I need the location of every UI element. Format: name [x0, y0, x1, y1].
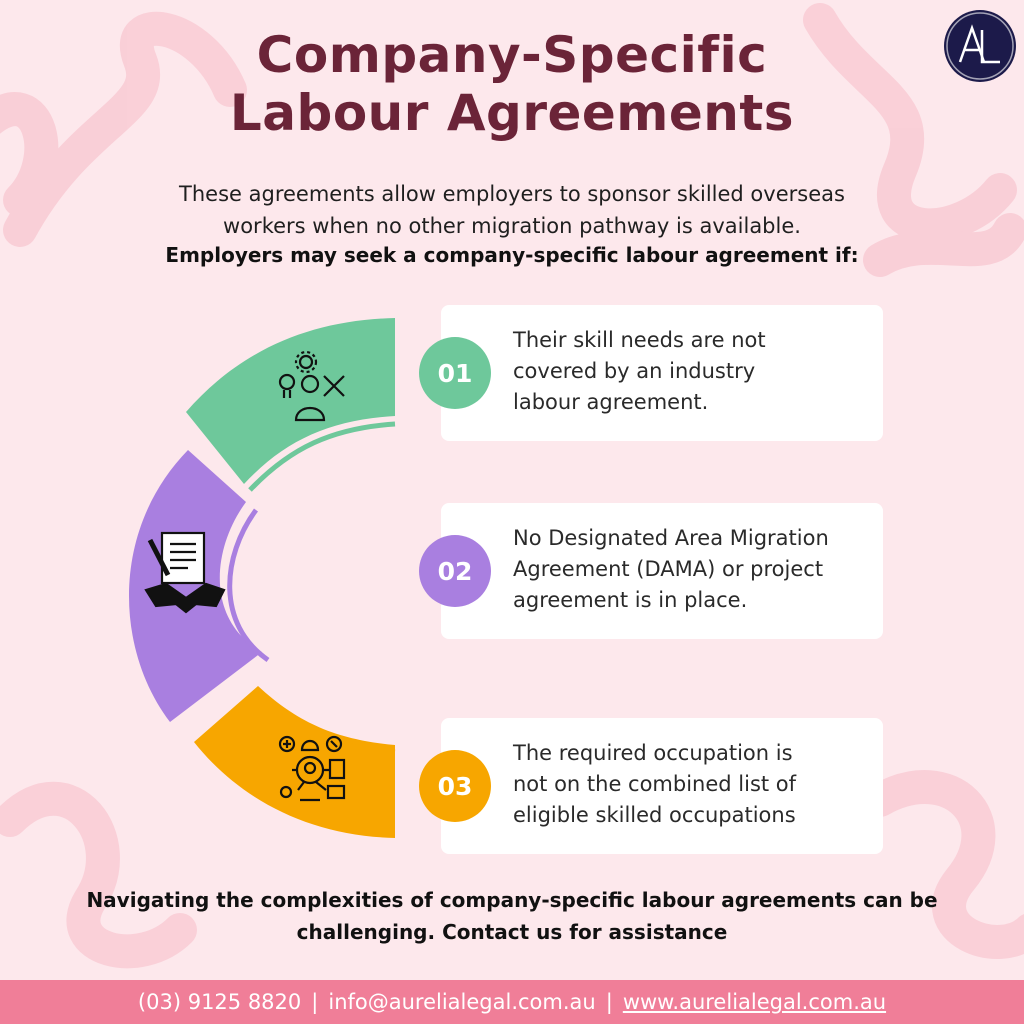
- page-title: Company-Specific Labour Agreements: [100, 26, 924, 142]
- item-3-line-3: eligible skilled occupations: [513, 803, 796, 827]
- item-text-2: No Designated Area Migration Agreement (…: [513, 523, 873, 616]
- occupation-network-icon: [278, 735, 346, 802]
- footer-website-link[interactable]: www.aurelialegal.com.au: [622, 990, 887, 1014]
- item-1-line-1: Their skill needs are not: [513, 328, 766, 352]
- intro-text: These agreements allow employers to spon…: [80, 178, 944, 242]
- agreement-handshake-icon: [144, 531, 226, 614]
- arc-segment-3: [194, 686, 396, 838]
- footer-separator-2: |: [605, 990, 613, 1014]
- item-1-line-2: covered by an industry: [513, 359, 756, 383]
- item-text-3: The required occupation is not on the co…: [513, 738, 873, 831]
- lead-text: Employers may seek a company-specific la…: [165, 243, 859, 267]
- cta-line-1: Navigating the complexities of company-s…: [86, 888, 938, 912]
- number-badge-1: 01: [419, 337, 491, 409]
- aurelia-legal-logo: [944, 10, 1016, 82]
- item-card-3: The required occupation is not on the co…: [441, 718, 883, 854]
- call-to-action: Navigating the complexities of company-s…: [30, 884, 994, 948]
- cta-line-2: challenging. Contact us for assistance: [296, 920, 728, 944]
- item-2-line-3: agreement is in place.: [513, 588, 748, 612]
- arc-segment-2: [129, 450, 270, 722]
- item-2-line-2: Agreement (DAMA) or project: [513, 557, 824, 581]
- item-3-line-2: not on the combined list of: [513, 772, 797, 796]
- item-2-line-1: No Designated Area Migration: [513, 526, 829, 550]
- item-text-1: Their skill needs are not covered by an …: [513, 325, 873, 418]
- title-line-1: Company-Specific: [256, 26, 768, 84]
- footer-email[interactable]: info@aurelialegal.com.au: [328, 990, 596, 1014]
- item-card-1: Their skill needs are not covered by an …: [441, 305, 883, 441]
- number-badge-2: 02: [419, 535, 491, 607]
- item-card-2: No Designated Area Migration Agreement (…: [441, 503, 883, 639]
- intro-line-1: These agreements allow employers to spon…: [179, 182, 845, 206]
- footer-separator-1: |: [311, 990, 319, 1014]
- skills-worker-icon: [278, 350, 345, 422]
- contact-footer: (03) 9125 8820 | info@aurelialegal.com.a…: [0, 980, 1024, 1024]
- footer-phone[interactable]: (03) 9125 8820: [137, 990, 302, 1014]
- title-line-2: Labour Agreements: [229, 84, 795, 142]
- item-1-line-3: labour agreement.: [513, 390, 709, 414]
- number-badge-3: 03: [419, 750, 491, 822]
- item-3-line-1: The required occupation is: [513, 741, 793, 765]
- arc-segment-1: [186, 318, 396, 492]
- intro-line-2: workers when no other migration pathway …: [223, 214, 801, 238]
